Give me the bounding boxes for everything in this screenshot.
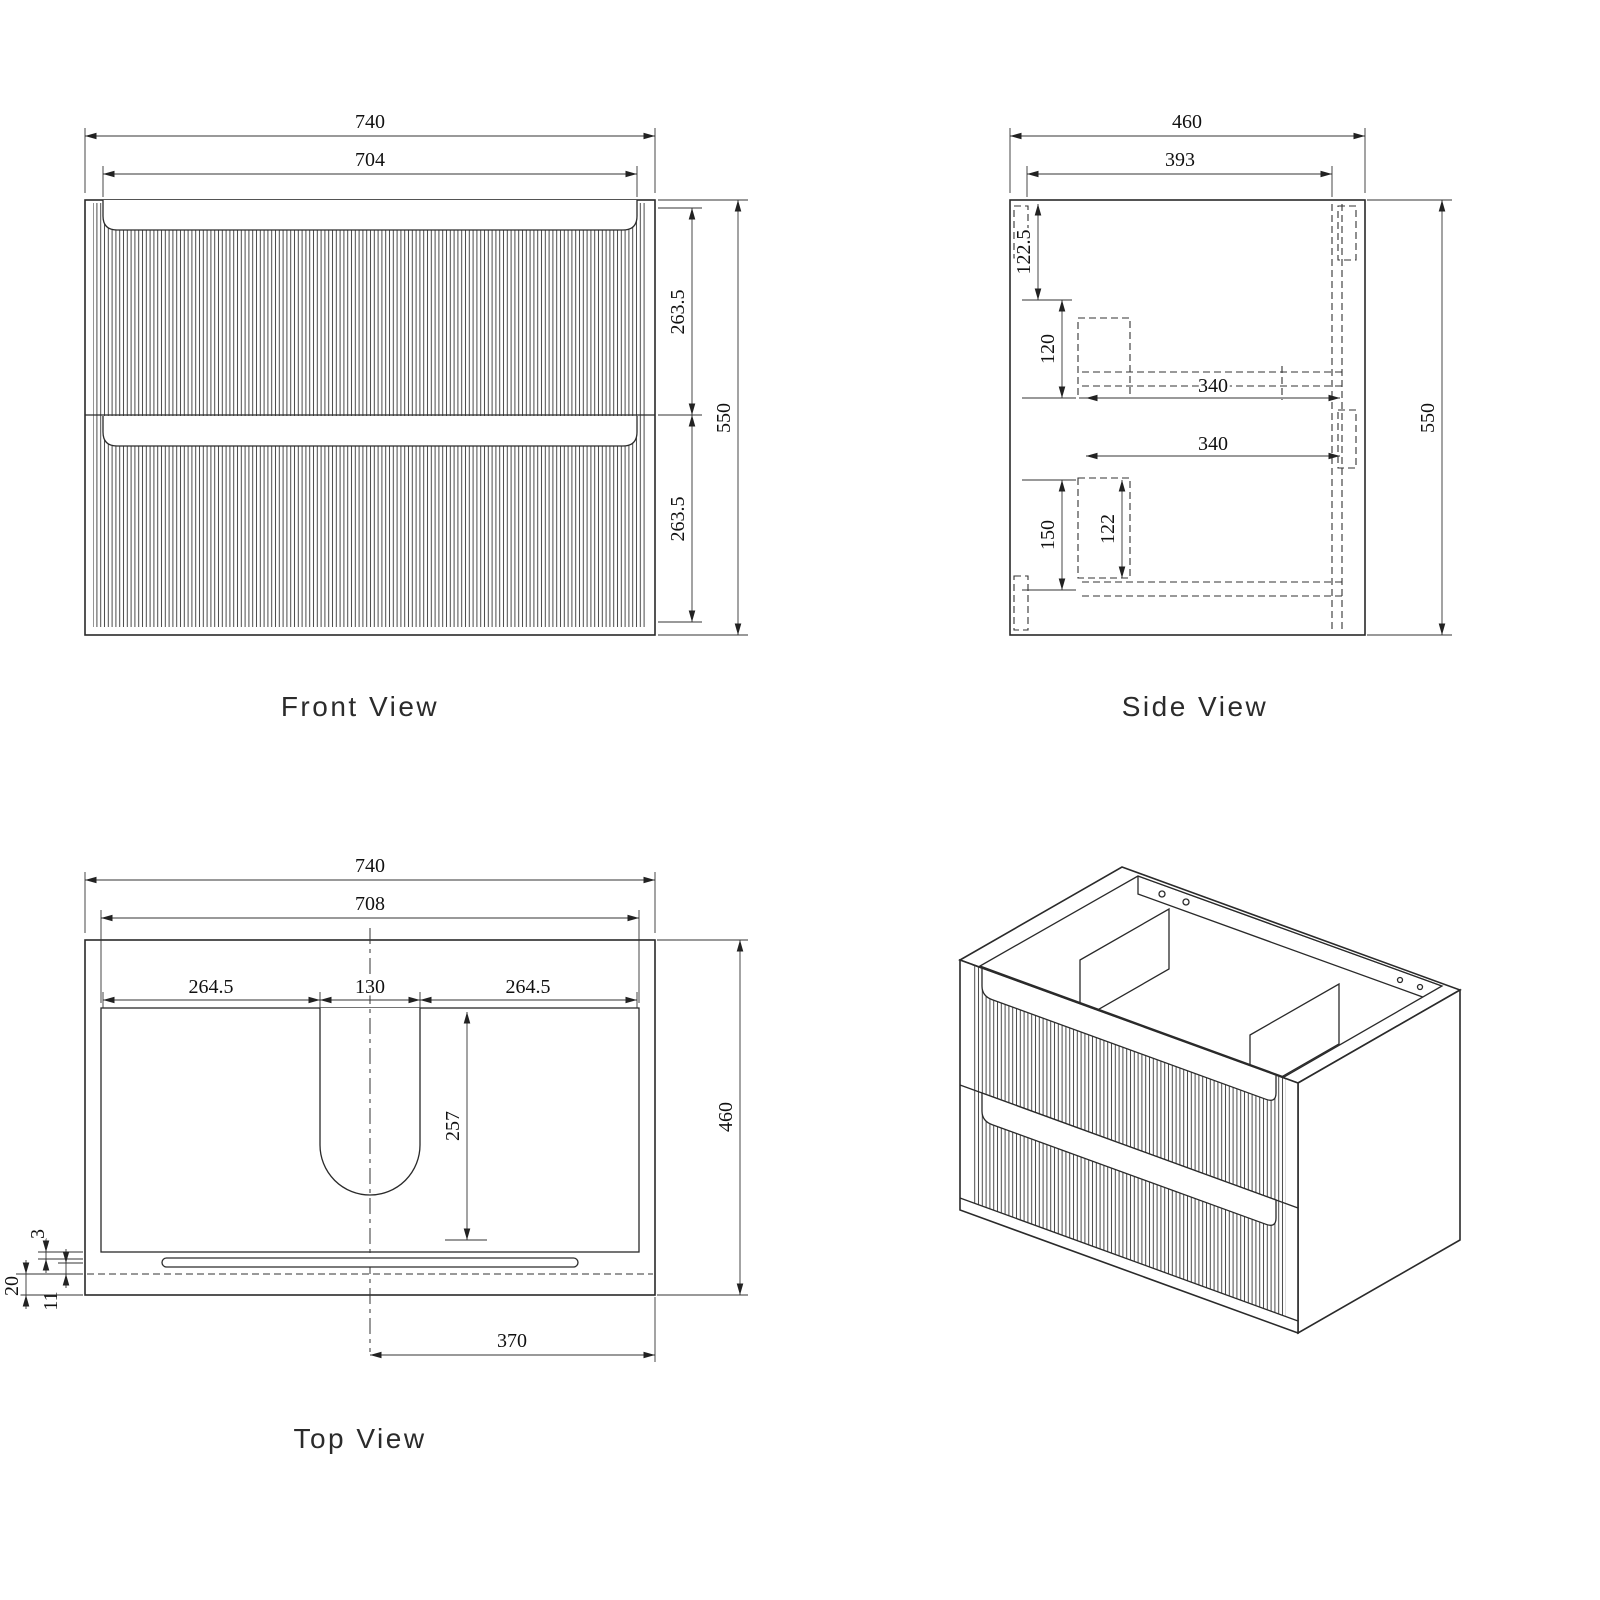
top-dim-gap-20: 20 — [0, 1260, 83, 1309]
iso-screw-hole — [1182, 898, 1190, 906]
dim-text: 264.5 — [506, 976, 551, 998]
side-dim-depth-outer: 460 — [1009, 109, 1366, 193]
dim-text: 3 — [27, 1229, 49, 1239]
side-drawer2-box — [1077, 477, 1342, 597]
top-dim-gap-3: 3 — [25, 1227, 83, 1273]
dim-text: 370 — [497, 1330, 527, 1352]
front-dim-width-outer: 740 — [84, 109, 656, 193]
dim-text: 20 — [1, 1276, 23, 1296]
top-dim-offsets-row: 264.5 130 264.5 — [102, 974, 638, 1008]
isometric-view — [958, 866, 1462, 1335]
top-dim-gap-11: 11 — [38, 1249, 83, 1313]
dim-text: 120 — [1037, 334, 1059, 364]
dim-text: 740 — [355, 111, 385, 133]
dim-text: 460 — [715, 1102, 737, 1132]
dim-text: 740 — [355, 855, 385, 877]
dim-text: 460 — [1172, 111, 1202, 133]
iso-interior — [1079, 876, 1442, 1077]
dim-text: 340 — [1198, 433, 1228, 455]
dim-text: 130 — [355, 976, 385, 998]
iso-screw-hole — [1416, 983, 1424, 991]
iso-screw-hole — [1396, 976, 1404, 984]
iso-bottom-edge-line — [959, 1197, 1299, 1322]
iso-bottom-strip — [960, 1198, 1298, 1333]
top-view: 740 708 264.5 130 264.5 257 — [0, 853, 748, 1454]
side-dim-drawer1-box-height: 120 — [1022, 300, 1076, 399]
dim-text: 122 — [1097, 514, 1119, 544]
dim-text: 340 — [1198, 375, 1228, 397]
side-dim-depth-inner: 393 — [1026, 147, 1333, 197]
iso-inner-rim — [978, 875, 1444, 1078]
side-view: 460 393 550 122.5 120 340 — [1009, 109, 1452, 722]
dim-text: 11 — [40, 1291, 62, 1310]
top-handle-rail — [161, 1257, 579, 1268]
side-dim-drawer-depth-1: 340 — [1086, 373, 1340, 402]
top-dim-width-inner: 708 — [100, 891, 640, 1003]
top-dim-cutout-depth: 257 — [440, 1012, 487, 1241]
dim-text: 122.5 — [1013, 230, 1035, 275]
side-view-label: Side View — [1122, 691, 1269, 722]
side-dim-height-total: 550 — [1367, 199, 1452, 636]
dim-text: 150 — [1037, 520, 1059, 550]
iso-drawer2-handle-recess — [981, 1092, 1277, 1226]
side-drawer-front-section — [1331, 204, 1357, 632]
front-drawer1-handle-recess — [102, 200, 638, 231]
front-view: 740 704 263.5 263.5 550 Front View — [84, 109, 748, 722]
dim-text: 263.5 — [667, 290, 689, 335]
dim-text: 550 — [713, 403, 735, 433]
side-dim-runner-height: 122 — [1095, 480, 1126, 578]
front-dim-width-handle: 704 — [102, 147, 638, 197]
iso-front-face-outline — [959, 958, 1299, 1335]
side-dim-drawer2-box-height: 150 — [1022, 479, 1076, 591]
side-cabinet-outline — [1009, 199, 1366, 636]
front-drawer2-handle-recess — [102, 416, 638, 447]
top-dim-width-outer: 740 — [84, 853, 656, 933]
dim-text: 257 — [442, 1111, 464, 1141]
top-dim-depth-outer: 460 — [657, 939, 748, 1296]
dim-text: 264.5 — [189, 976, 234, 998]
iso-drawer1-handle-recess — [981, 967, 1277, 1101]
dim-text: 263.5 — [667, 497, 689, 542]
side-wall-brackets — [1013, 205, 1029, 631]
front-dim-drawer2-height: 263.5 — [658, 415, 702, 623]
front-dim-drawer1-height: 263.5 — [658, 207, 702, 416]
top-view-label: Top View — [293, 1423, 426, 1454]
front-dim-height-total: 550 — [658, 199, 748, 636]
top-dim-drain-offset: 370 — [370, 1297, 656, 1362]
side-dim-drawer-depth-2: 340 — [1086, 431, 1340, 460]
iso-divider-panel — [1079, 907, 1170, 1022]
iso-screw-hole — [1158, 890, 1166, 898]
front-view-label: Front View — [281, 691, 439, 722]
dim-text: 708 — [355, 893, 385, 915]
dim-text: 704 — [355, 149, 385, 171]
dim-text: 550 — [1417, 403, 1439, 433]
dim-text: 393 — [1165, 149, 1195, 171]
